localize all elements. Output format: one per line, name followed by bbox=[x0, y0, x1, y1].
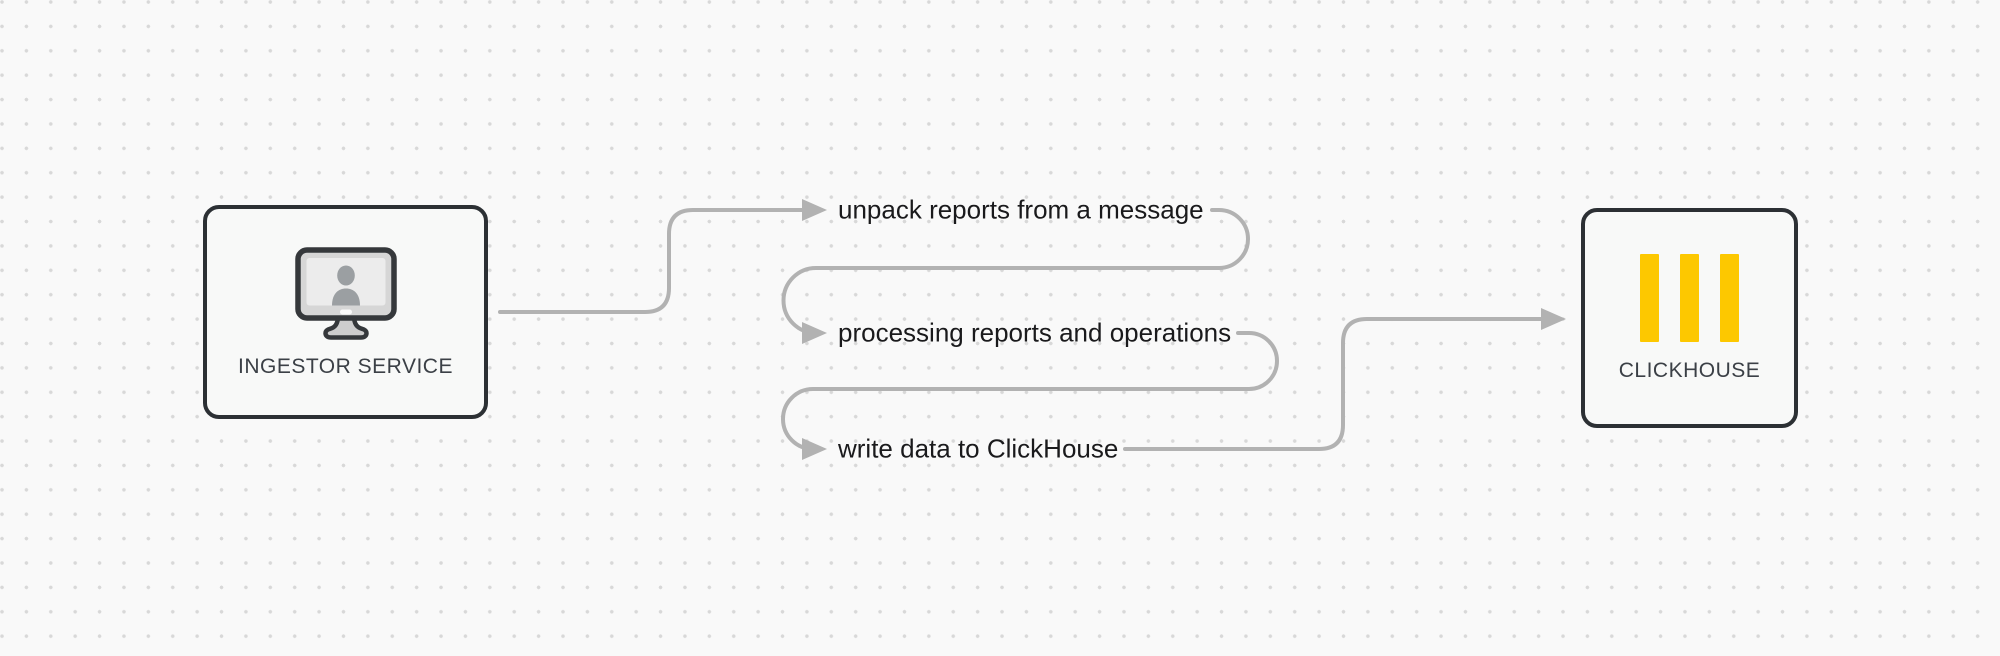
step-label-unpack-reports[interactable]: unpack reports from a message bbox=[838, 194, 1204, 225]
clickhouse-node[interactable]: CLICKHOUSE bbox=[1581, 208, 1798, 428]
arrowhead-step1-icon bbox=[802, 199, 827, 221]
arrowhead-step2-icon bbox=[802, 322, 827, 344]
connector-ingestor-to-step1 bbox=[498, 208, 804, 314]
ingestor-service-node[interactable]: INGESTOR SERVICE bbox=[203, 205, 488, 419]
step-label-processing-reports[interactable]: processing reports and operations bbox=[838, 317, 1232, 348]
arrowhead-clickhouse-icon bbox=[1541, 308, 1566, 330]
clickhouse-label: CLICKHOUSE bbox=[1618, 358, 1761, 382]
ingestor-service-label: INGESTOR SERVICE bbox=[238, 354, 453, 378]
connector-step1-to-step2 bbox=[781, 208, 1250, 335]
clickhouse-logo-icon bbox=[1640, 253, 1739, 342]
arrowhead-step3-icon bbox=[802, 438, 827, 460]
monitor-user-icon bbox=[294, 246, 397, 340]
step-label-write-data[interactable]: write data to ClickHouse bbox=[838, 433, 1119, 464]
connector-step2-to-step3 bbox=[781, 331, 1279, 451]
